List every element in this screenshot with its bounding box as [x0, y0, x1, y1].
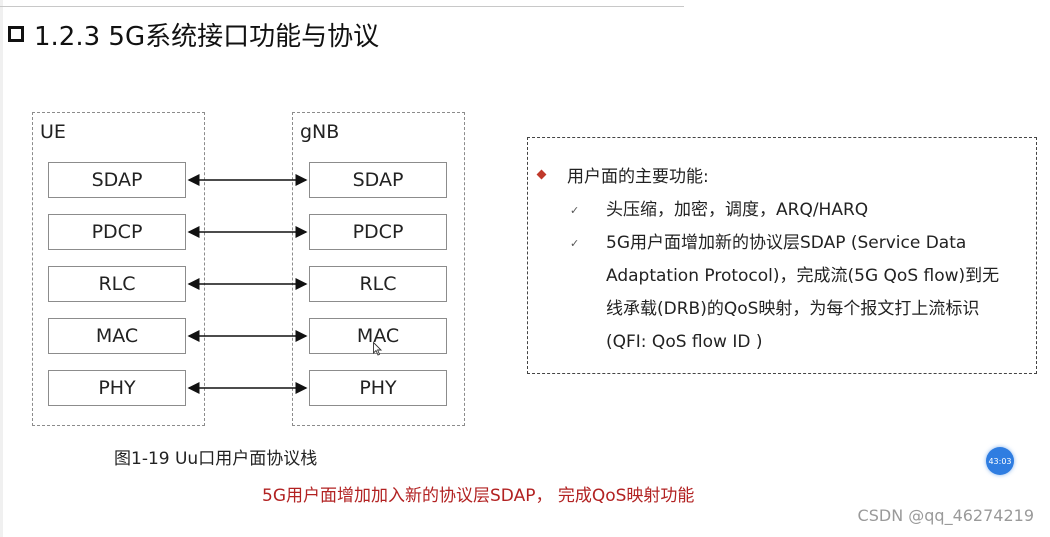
timer-badge[interactable]: 43:03 — [986, 447, 1014, 475]
ue-layer-rlc: RLC — [48, 266, 186, 302]
ue-layer-sdap: SDAP — [48, 162, 186, 198]
panel-item-line: 5G用户面增加新的协议层SDAP (Service Data — [606, 233, 967, 253]
ue-label: UE — [40, 121, 66, 143]
ue-layer-phy: PHY — [48, 370, 186, 406]
panel-item-line: (QFI: QoS flow ID ) — [606, 332, 763, 352]
slide-header: 1.2.3 5G系统接口功能与协议 — [8, 16, 379, 52]
panel-item-text: 5G用户面增加新的协议层SDAP (Service Data Adaptatio… — [606, 227, 1016, 359]
ue-layer-mac: MAC — [48, 318, 186, 354]
gnb-layer-rlc: RLC — [309, 266, 447, 302]
gnb-layer-sdap: SDAP — [309, 162, 447, 198]
gnb-label: gNB — [300, 121, 340, 143]
gnb-layer-phy: PHY — [309, 370, 447, 406]
gnb-stack-group: gNB — [292, 112, 465, 426]
figure-caption: 图1-19 Uu口用户面协议栈 — [114, 449, 318, 469]
panel-item: ✓ 5G用户面增加新的协议层SDAP (Service Data Adaptat… — [570, 227, 1030, 359]
slide-title: 1.2.3 5G系统接口功能与协议 — [34, 21, 380, 52]
highlight-note: 5G用户面增加加入新的协议层SDAP， 完成QoS映射功能 — [262, 486, 695, 506]
ue-layer-pdcp: PDCP — [48, 214, 186, 250]
function-panel: 用户面的主要功能: ✓ 头压缩，加密，调度，ARQ/HARQ ✓ 5G用户面增加… — [527, 137, 1037, 374]
mouse-cursor-icon — [373, 342, 383, 356]
panel-item-line: Adaptation Protocol)，完成流(5G QoS flow)到无 — [606, 266, 1000, 286]
panel-heading-row: 用户面的主要功能: — [536, 162, 709, 187]
panel-item: ✓ 头压缩，加密，调度，ARQ/HARQ — [570, 194, 1030, 227]
ue-stack-group: UE — [32, 112, 205, 426]
check-icon: ✓ — [570, 237, 580, 250]
watermark: CSDN @qq_46274219 — [857, 506, 1034, 525]
diamond-bullet-icon — [536, 169, 547, 180]
left-edge — [0, 0, 3, 537]
gnb-layer-pdcp: PDCP — [309, 214, 447, 250]
panel-item-text: 头压缩，加密，调度，ARQ/HARQ — [606, 200, 869, 220]
check-icon: ✓ — [570, 204, 580, 217]
top-divider — [0, 6, 684, 7]
panel-item-line: 线承载(DRB)的QoS映射，为每个报文打上流标识 — [606, 299, 980, 319]
square-bullet-icon — [8, 26, 24, 42]
gnb-layer-mac: MAC — [309, 318, 447, 354]
panel-heading: 用户面的主要功能: — [567, 167, 709, 187]
